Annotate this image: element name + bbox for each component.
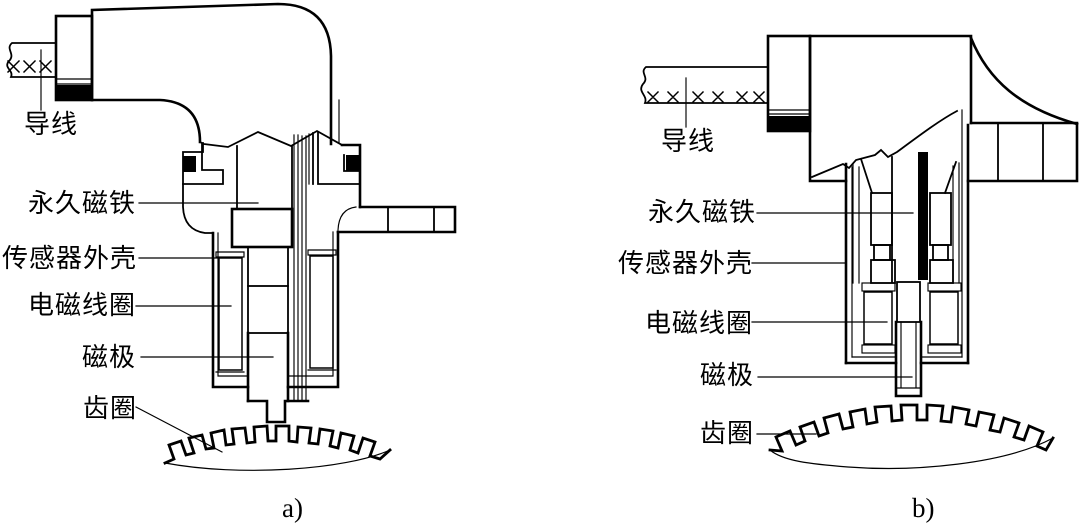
connector-b bbox=[766, 34, 812, 133]
magnet-holder-a bbox=[230, 207, 294, 249]
seal-right-a bbox=[346, 155, 360, 171]
mounting-flange-b bbox=[966, 121, 1079, 183]
sensor-head-a bbox=[182, 129, 457, 401]
leader-lines-b bbox=[685, 77, 914, 435]
coil-windings-a bbox=[215, 249, 337, 373]
pole-piece-a bbox=[246, 331, 310, 424]
seal-left-a bbox=[183, 156, 196, 172]
label-permanent-magnet-b: 永久磁铁 bbox=[648, 198, 757, 227]
sensor-body-b bbox=[808, 34, 1079, 183]
label-electromagnetic-coil-b: 电磁线圈 bbox=[645, 309, 754, 338]
label-lead-wire-b: 导线 bbox=[661, 127, 716, 156]
sensor-head-b bbox=[844, 109, 970, 365]
label-sensor-housing-b: 传感器外壳 bbox=[618, 249, 754, 278]
sensor-body-a bbox=[90, 2, 340, 146]
caption-a: a) bbox=[282, 493, 303, 523]
magnet-block-b bbox=[896, 281, 921, 323]
label-lead-wire-a: 导线 bbox=[24, 110, 79, 139]
gear-ring-b bbox=[768, 403, 1055, 469]
coil-windings-b bbox=[861, 282, 962, 354]
gear-ring-a bbox=[163, 424, 392, 471]
connector-a bbox=[54, 14, 94, 102]
label-magnetic-pole-a: 磁极 bbox=[82, 343, 137, 372]
label-gear-ring-a: 齿圈 bbox=[83, 394, 138, 423]
caption-b: b) bbox=[912, 493, 935, 523]
permanent-magnet-b bbox=[918, 152, 928, 280]
label-sensor-housing-a: 传感器外壳 bbox=[2, 244, 138, 273]
pole-piece-b bbox=[894, 320, 923, 398]
label-magnetic-pole-b: 磁极 bbox=[700, 361, 755, 390]
diagram-b-drawing bbox=[640, 34, 1079, 469]
permanent-magnet-a bbox=[247, 285, 289, 334]
cable-b bbox=[640, 66, 769, 104]
diagram-a-drawing bbox=[6, 2, 457, 471]
leader-lines-a bbox=[40, 49, 274, 453]
mounting-flange-a bbox=[336, 205, 457, 234]
label-electromagnetic-coil-a: 电磁线圈 bbox=[28, 291, 137, 320]
label-permanent-magnet-a: 永久磁铁 bbox=[28, 189, 137, 218]
core-steps-b bbox=[870, 192, 954, 284]
cable-a bbox=[6, 42, 57, 78]
label-gear-ring-b: 齿圈 bbox=[700, 419, 755, 448]
